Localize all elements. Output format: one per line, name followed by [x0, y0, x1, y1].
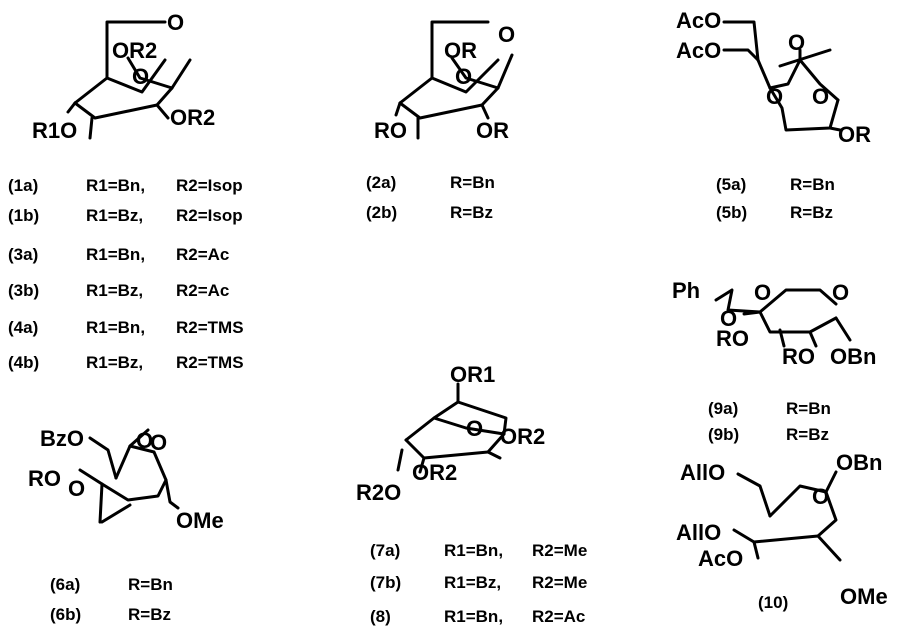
r-6a: R=Bn — [128, 575, 173, 594]
r2-8: R2=Ac — [532, 607, 585, 626]
compound-id-7b: (7b) — [370, 573, 401, 592]
r2-7b: R2=Me — [532, 573, 587, 592]
acetal-oxygen-bottom: O — [720, 306, 737, 331]
substituent-r1o: R1O — [32, 118, 77, 143]
substituent-or: OR — [838, 122, 871, 147]
r1-1b: R1=Bz, — [86, 206, 143, 225]
substituent-or1: OR1 — [450, 362, 495, 387]
label-block-1-4: (1a) R1=Bn, R2=Isop (1b) R1=Bz, R2=Isop … — [8, 176, 244, 372]
r-2b: R=Bz — [450, 203, 493, 222]
compound-id-1a: (1a) — [8, 176, 38, 195]
compound-id-7a: (7a) — [370, 541, 400, 560]
compound-id-1b: (1b) — [8, 206, 39, 225]
substituent-or2-right: OR2 — [170, 105, 215, 130]
structure-7-8: OR1 O OR2 OR2 R2O — [356, 362, 545, 505]
ring-oxygen-left: O — [766, 84, 783, 109]
ring-oxygen-top: O — [136, 428, 153, 453]
compound-id-4b: (4b) — [8, 353, 39, 372]
r2-1a: R2=Isop — [176, 176, 243, 195]
ring-oxygen-left: O — [68, 476, 85, 501]
substituent-aco-bottom: AcO — [676, 38, 721, 63]
compound-id-9b: (9b) — [708, 425, 739, 444]
label-block-9: (9a) R=Bn (9b) R=Bz — [708, 399, 831, 444]
r-9a: R=Bn — [786, 399, 831, 418]
compound-id-9a: (9a) — [708, 399, 738, 418]
substituent-allo-top: AllO — [680, 460, 725, 485]
ring-oxygen: O — [832, 280, 849, 305]
label-block-2: (2a) R=Bn (2b) R=Bz — [366, 173, 495, 222]
r2-3a: R2=Ac — [176, 245, 229, 264]
substituent-ro: RO — [374, 118, 407, 143]
r1-7b: R1=Bz, — [444, 573, 501, 592]
compound-id-4a: (4a) — [8, 318, 38, 337]
ring-oxygen-top-2: O — [150, 430, 167, 455]
structure-2: O OR O OR RO — [374, 20, 515, 143]
substituent-r2o: R2O — [356, 480, 401, 505]
label-block-10: (10) — [758, 593, 788, 612]
ring-oxygen-inner: O — [132, 64, 149, 89]
r-5a: R=Bn — [790, 175, 835, 194]
ring-oxygen-inner: O — [455, 64, 472, 89]
substituent-ro-right: RO — [782, 344, 815, 369]
structure-10: AllO OBn O AllO AcO OMe — [676, 450, 888, 609]
substituent-ro: RO — [28, 466, 61, 491]
r-2a: R=Bn — [450, 173, 495, 192]
r-6b: R=Bz — [128, 605, 171, 624]
compound-id-5b: (5b) — [716, 203, 747, 222]
substituent-aco-top: AcO — [676, 8, 721, 33]
ring-oxygen: O — [466, 416, 483, 441]
r1-4b: R1=Bz, — [86, 353, 143, 372]
compound-id-2a: (2a) — [366, 173, 396, 192]
ring-oxygen: O — [167, 10, 184, 35]
r-9b: R=Bz — [786, 425, 829, 444]
compound-id-6a: (6a) — [50, 575, 80, 594]
substituent-or-top: OR — [444, 38, 477, 63]
substituent-bzo: BzO — [40, 426, 84, 451]
compound-id-6b: (6b) — [50, 605, 81, 624]
substituent-or2-top: OR2 — [112, 38, 157, 63]
substituent-allo-bottom: AllO — [676, 520, 721, 545]
substituent-aco: AcO — [698, 546, 743, 571]
r2-1b: R2=Isop — [176, 206, 243, 225]
structure-9: Ph O O O RO RO OBn — [672, 278, 876, 369]
substituent-obn: OBn — [830, 344, 876, 369]
ring-oxygen: O — [498, 22, 515, 47]
substituent-or2-mid: OR2 — [412, 460, 457, 485]
label-block-6: (6a) R=Bn (6b) R=Bz — [50, 575, 173, 624]
acetal-oxygen-top: O — [754, 280, 771, 305]
ring-oxygen: O — [812, 484, 829, 509]
r1-8: R1=Bn, — [444, 607, 503, 626]
ring-oxygen-top: O — [788, 30, 805, 55]
substituent-ph: Ph — [672, 278, 700, 303]
r2-3b: R2=Ac — [176, 281, 229, 300]
r1-4a: R1=Bn, — [86, 318, 145, 337]
r2-4a: R2=TMS — [176, 318, 244, 337]
ring-oxygen-right: O — [812, 84, 829, 109]
compound-id-2b: (2b) — [366, 203, 397, 222]
r1-3a: R1=Bn, — [86, 245, 145, 264]
structure-5: AcO AcO O O O OR — [676, 8, 871, 147]
r2-7a: R2=Me — [532, 541, 587, 560]
structure-6: BzO RO O O O OMe — [28, 426, 224, 533]
structure-1-3-4: O OR2 O OR2 R1O — [32, 10, 215, 143]
r1-3b: R1=Bz, — [86, 281, 143, 300]
r1-7a: R1=Bn, — [444, 541, 503, 560]
label-block-5: (5a) R=Bn (5b) R=Bz — [716, 175, 835, 222]
r-5b: R=Bz — [790, 203, 833, 222]
substituent-ome: OMe — [176, 508, 224, 533]
label-block-7-8: (7a) R1=Bn, R2=Me (7b) R1=Bz, R2=Me (8) … — [370, 541, 587, 626]
compound-id-3a: (3a) — [8, 245, 38, 264]
r2-4b: R2=TMS — [176, 353, 244, 372]
compound-id-3b: (3b) — [8, 281, 39, 300]
substituent-or-right: OR — [476, 118, 509, 143]
substituent-ro-left: RO — [716, 326, 749, 351]
compound-id-10: (10) — [758, 593, 788, 612]
compound-id-8: (8) — [370, 607, 391, 626]
compound-id-5a: (5a) — [716, 175, 746, 194]
r1-1a: R1=Bn, — [86, 176, 145, 195]
substituent-ome: OMe — [840, 584, 888, 609]
substituent-or2-right: OR2 — [500, 424, 545, 449]
substituent-obn: OBn — [836, 450, 882, 475]
